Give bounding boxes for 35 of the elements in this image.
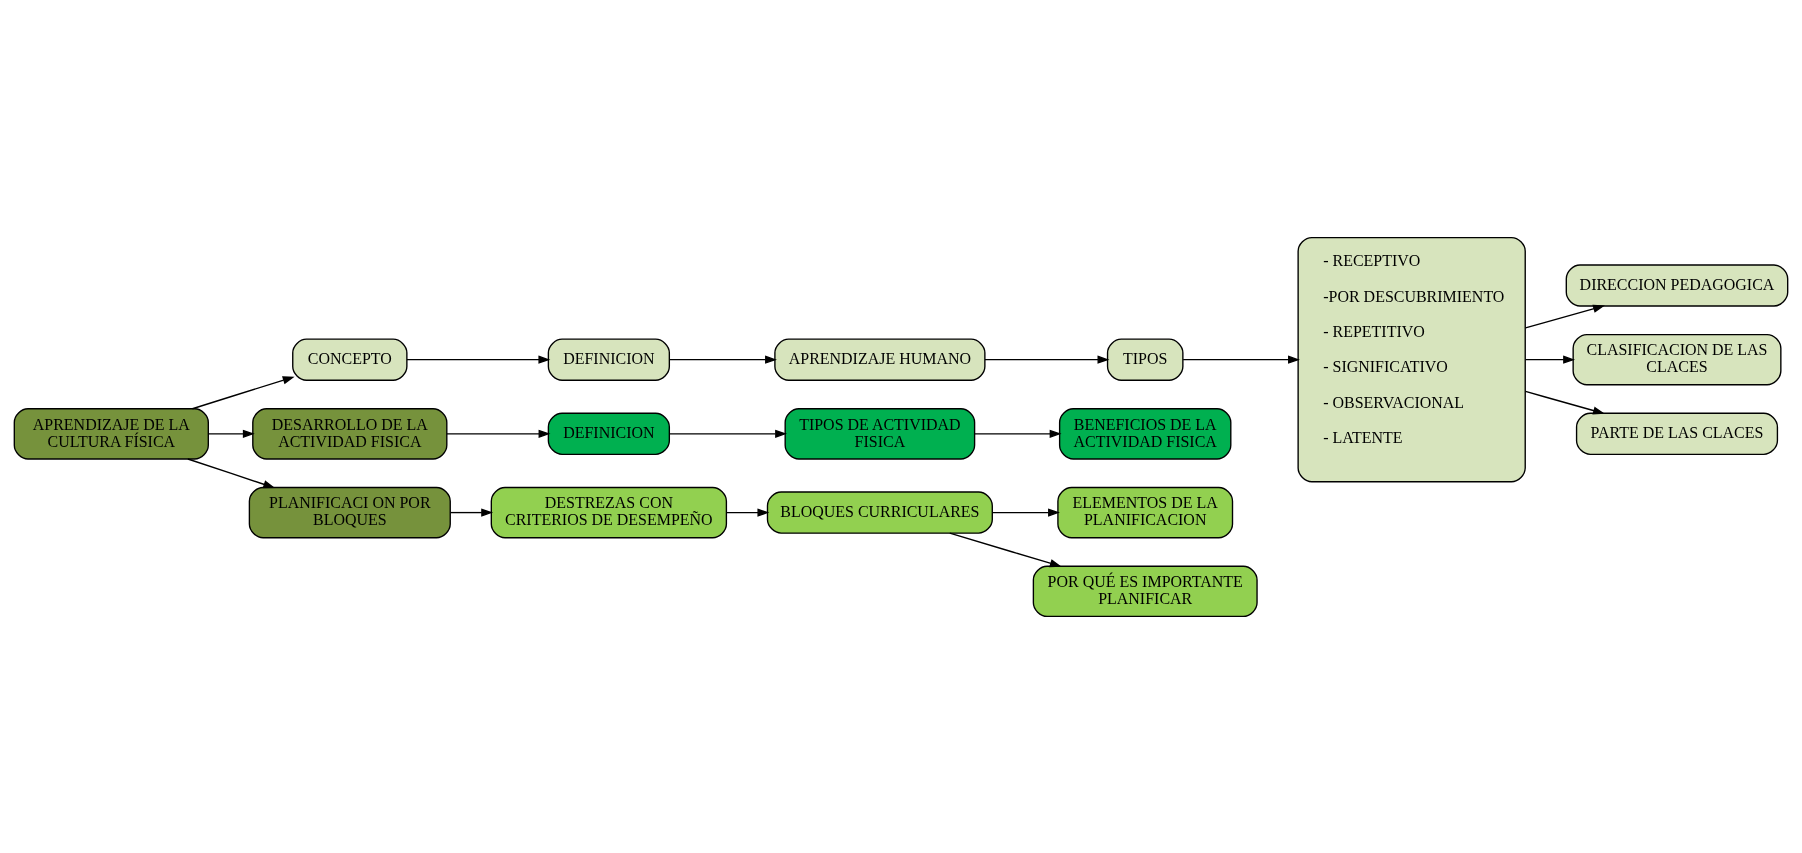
arrow (1524, 390, 1605, 415)
arrow (446, 429, 551, 438)
arrow (991, 507, 1060, 517)
node-box: DESTREZAS CON CRITERIOS DE DESEMPEÑO (490, 486, 728, 538)
node-box: POR QUÉ ES IMPORTANTE PLANIFICAR (1032, 565, 1258, 617)
node-box: TIPOS DE ACTIVIDAD FISICA (784, 407, 976, 460)
arrow (1182, 355, 1300, 364)
node-box: BLOQUES CURRICULARES (766, 490, 993, 534)
arrow (191, 375, 295, 409)
arrow (207, 429, 255, 438)
node-box: PARTE DE LAS CLACES (1575, 412, 1779, 455)
node-box: - RECEPTIVO -POR DESCUBRIMIENTO - REPETITIVO - SIGNIFICATIVO - OBSERVACIONAL - LATENTE (1297, 236, 1526, 482)
node-box: DIRECCION PEDAGOGICA (1565, 263, 1789, 307)
node-box: APRENDIZAJE DE LA CULTURA FÍSICA (13, 407, 209, 460)
arrow (187, 457, 276, 488)
node-box: TIPOS (1106, 337, 1184, 381)
arrow (1524, 355, 1576, 364)
node-box: DESARROLLO DE LA ACTIVIDAD FISICA (252, 407, 448, 460)
arrow (449, 507, 494, 517)
arrow (668, 429, 788, 438)
arrow (984, 355, 1110, 364)
node-box: BENEFICIOS DE LA ACTIVIDAD FISICA (1058, 407, 1232, 460)
node-box: PLANIFICACI ON POR BLOQUES (248, 486, 451, 538)
arrow (668, 355, 777, 364)
node-box: DEFINICION (547, 337, 671, 381)
node-box: ELEMENTOS DE LA PLANIFICACION (1057, 486, 1234, 538)
arrow (1524, 304, 1605, 329)
node-box: CLASIFICACION DE LAS CLACES (1572, 333, 1782, 385)
arrow (406, 355, 551, 364)
arrow (726, 507, 770, 517)
node-box: APRENDIZAJE HUMANO (774, 337, 986, 381)
arrow (974, 429, 1062, 438)
node-box: CONCEPTO (292, 337, 408, 381)
node-box: DEFINICION (547, 412, 671, 455)
arrow (949, 532, 1062, 567)
